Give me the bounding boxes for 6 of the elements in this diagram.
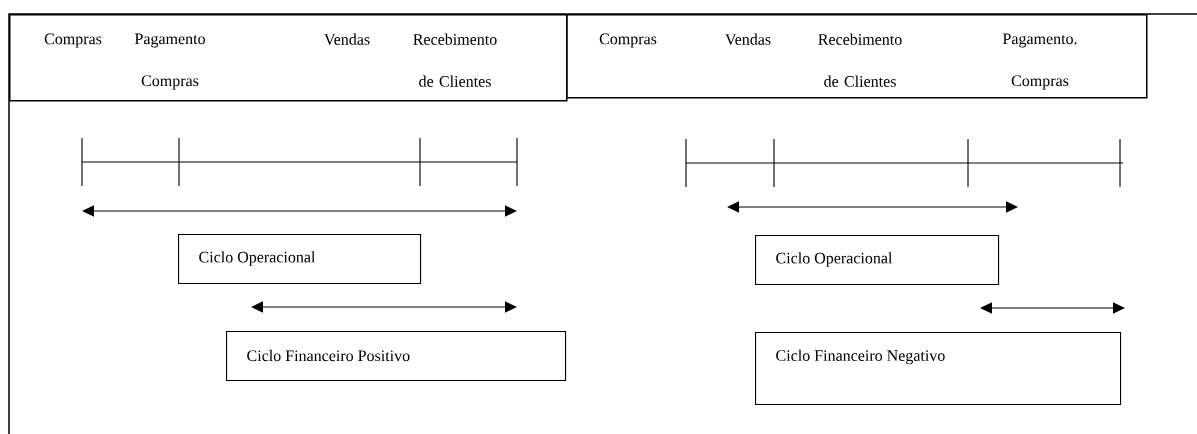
label-box: Ciclo Financeiro Positivo [226,331,567,382]
label-box: Ciclo Operacional [755,235,1000,286]
label-box: Ciclo Operacional [178,234,422,285]
label-box: Ciclo Financeiro Negativo [755,332,1122,406]
header-cell: Compras Vendas Recebimento de Clientes Pagamento. Compras [566,14,1148,99]
header-cell: Compras Pagamento Compras Vendas Recebimento de Clientes [9,14,568,102]
